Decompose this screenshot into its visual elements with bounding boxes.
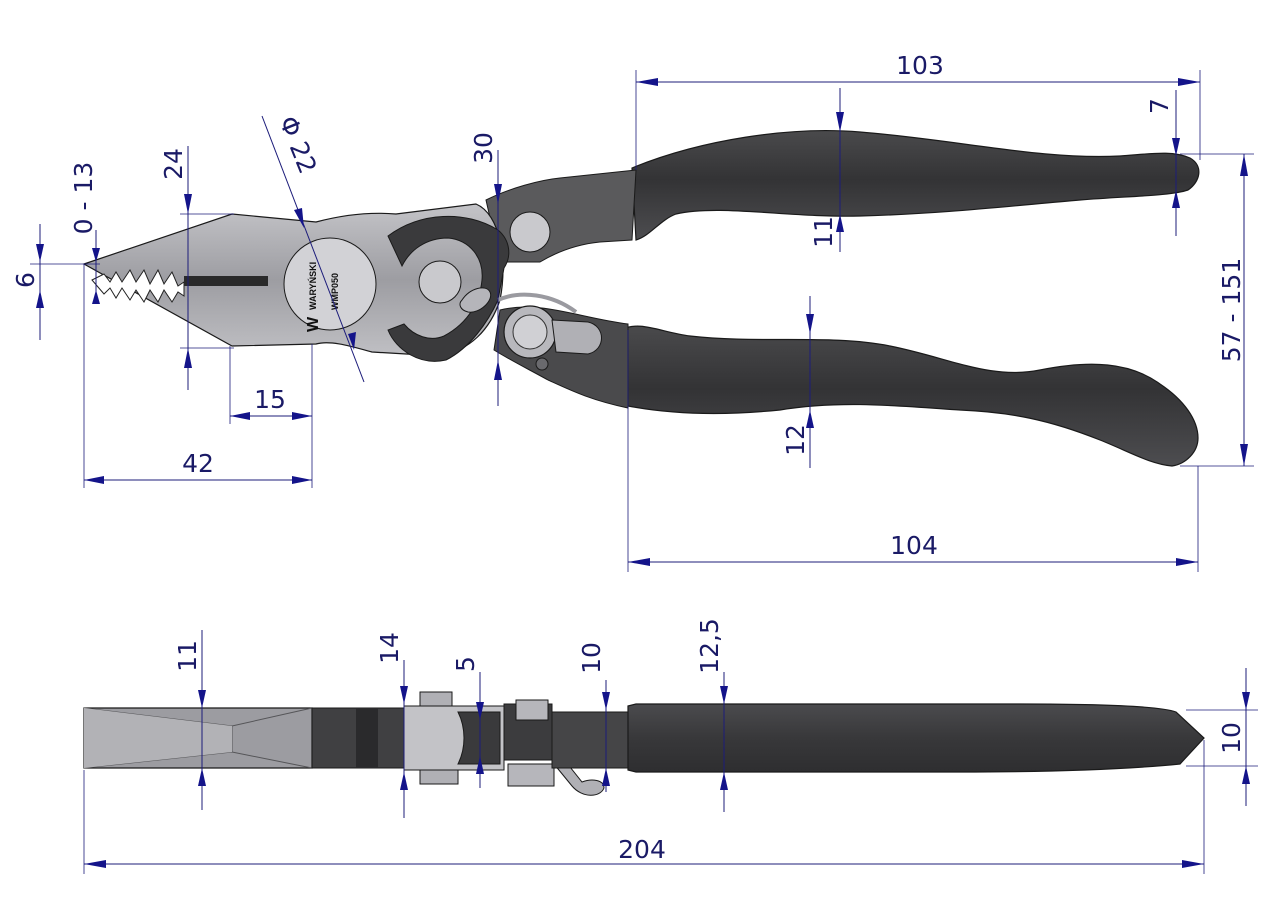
- side-cutter: [457, 711, 501, 765]
- dim-plate-thickness: 5: [451, 656, 480, 672]
- dim-cutter-length: 15: [254, 385, 286, 414]
- dim-head-length: 42: [182, 449, 214, 478]
- brand-mark: W WARYŃSKI WMP050: [305, 262, 340, 332]
- pliers-side-view: [83, 691, 1205, 796]
- side-spring-top: [515, 699, 549, 721]
- dim-cutter-diameter: Φ 22: [273, 112, 322, 178]
- crimp-hole-main: [418, 260, 462, 304]
- dim-handle-span: 57 - 151: [1217, 258, 1246, 362]
- dim-handle-end-thickness: 7: [1145, 98, 1174, 114]
- side-joint-band: [356, 708, 378, 768]
- dim-lower-handle-thickness: 12: [781, 424, 810, 456]
- lower-rivet-inner: [512, 314, 548, 350]
- side-arm-link: [551, 711, 629, 769]
- dim-grip-end-thickness: 10: [1217, 722, 1246, 754]
- jaw-slot: [184, 276, 268, 286]
- slot-hole: [459, 287, 492, 313]
- spring-clip: [551, 319, 602, 355]
- dim-lower-handle-length: 104: [890, 531, 938, 560]
- crimp-hole-upper: [509, 211, 551, 253]
- side-spring-clip: [553, 761, 605, 796]
- side-handle: [627, 703, 1205, 773]
- dimension-labels: 103 7 57 - 151 11 12 104 30 24 0 - 13 6 …: [11, 51, 1246, 864]
- upper-handle-grip: [631, 130, 1200, 241]
- dim-side-jaw-thickness: 11: [173, 640, 202, 672]
- dim-spring-thickness: 10: [577, 642, 606, 674]
- dim-jaw-height: 24: [159, 148, 188, 180]
- dim-pivot-height: 30: [469, 132, 498, 164]
- side-spring-bottom: [507, 763, 555, 787]
- dim-tip-width: 6: [11, 272, 40, 288]
- dim-total-length: 204: [618, 835, 666, 864]
- jaw-serrations: [91, 268, 185, 303]
- dim-upper-handle-thickness: 11: [809, 216, 838, 248]
- side-rivet-top: [419, 691, 453, 707]
- brand-logo-icon: W: [305, 316, 322, 332]
- cutter-housing: [387, 215, 510, 362]
- side-rivet-bottom: [419, 769, 459, 785]
- lower-handle-grip: [619, 325, 1199, 467]
- dim-upper-handle-length: 103: [896, 51, 944, 80]
- pliers-top-view: W WARYŃSKI WMP050: [82, 130, 1200, 467]
- spring: [497, 292, 578, 314]
- brand-name: WARYŃSKI: [308, 262, 318, 310]
- dim-jaw-opening: 0 - 13: [69, 162, 98, 235]
- side-jaw-face: [84, 708, 232, 768]
- small-rivet: [535, 357, 549, 371]
- dimension-lines: [30, 70, 1258, 874]
- dim-handle-thickness: 12,5: [695, 618, 724, 674]
- brand-model: WMP050: [330, 273, 340, 310]
- dim-joint-thickness: 14: [375, 632, 404, 664]
- pivot-disk: [283, 237, 377, 331]
